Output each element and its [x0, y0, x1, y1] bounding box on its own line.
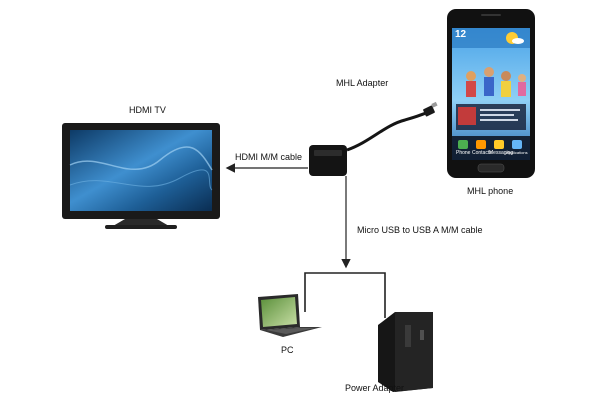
- power-adapter-front: [395, 312, 433, 392]
- tv-screen-wave: [69, 146, 213, 171]
- tv-stand: [113, 219, 169, 226]
- mhl-adapter: [309, 101, 438, 176]
- power-adapter-port: [405, 325, 411, 347]
- power-adapter-label: Power Adapter: [345, 383, 405, 393]
- applications-app-icon[interactable]: [512, 140, 522, 149]
- messaging-app-icon[interactable]: [494, 140, 504, 149]
- power-adapter-slot: [420, 330, 424, 340]
- pc-laptop: [258, 294, 322, 337]
- phone-wallpaper-person: [466, 71, 476, 81]
- hdmi-tv: [62, 123, 220, 229]
- phone-wallpaper-person: [484, 77, 494, 96]
- tv-stand-base: [105, 225, 177, 229]
- pc-label: PC: [281, 345, 294, 355]
- phone-home-button[interactable]: [477, 163, 505, 173]
- phone-speaker: [481, 14, 501, 16]
- phone-widget-thumb: [458, 107, 476, 125]
- usb-cable-label: Micro USB to USB A M/M cable: [357, 225, 483, 235]
- adapter-body: [309, 145, 347, 176]
- mhl-phone-label: MHL phone: [467, 186, 514, 196]
- hdmi-tv-label: HDMI TV: [129, 105, 166, 115]
- hdmi-cable-label: HDMI M/M cable: [235, 152, 303, 162]
- contacts-app-label: Contacts: [472, 150, 492, 156]
- phone-app-label: Phone: [456, 150, 471, 156]
- usb-branch-line: [304, 272, 386, 318]
- phone-wallpaper-person: [501, 71, 511, 81]
- phone-wallpaper-person: [518, 74, 526, 82]
- phone-wallpaper-person: [466, 81, 476, 97]
- micro-usb-tip: [431, 101, 438, 108]
- adapter-port: [314, 150, 342, 156]
- mhl-phone: [447, 9, 535, 178]
- mhl-adapter-label: MHL Adapter: [336, 78, 389, 88]
- tv-screen: [70, 130, 212, 211]
- micro-usb-plug: [423, 105, 435, 117]
- phone-wallpaper-person: [501, 81, 511, 97]
- phone-widget-line: [480, 114, 514, 116]
- messaging-app-label: Messaging: [489, 150, 514, 156]
- phone-clock: 12: [455, 29, 467, 40]
- phone-widget-line: [480, 109, 520, 111]
- phone-wallpaper-person: [484, 67, 494, 77]
- laptop-keyboard: [266, 328, 315, 334]
- phone-wallpaper-person: [518, 82, 526, 96]
- phone-app-icon[interactable]: [458, 140, 468, 149]
- adapter-cable: [346, 110, 429, 152]
- weather-cloud-icon: [512, 38, 524, 44]
- tv-screen-wave: [69, 169, 213, 191]
- laptop-screen: [261, 297, 297, 327]
- power-adapter: [378, 312, 433, 392]
- applications-app-label: Applications: [506, 150, 528, 155]
- phone-widget-line: [480, 119, 518, 121]
- contacts-app-icon[interactable]: [476, 140, 486, 149]
